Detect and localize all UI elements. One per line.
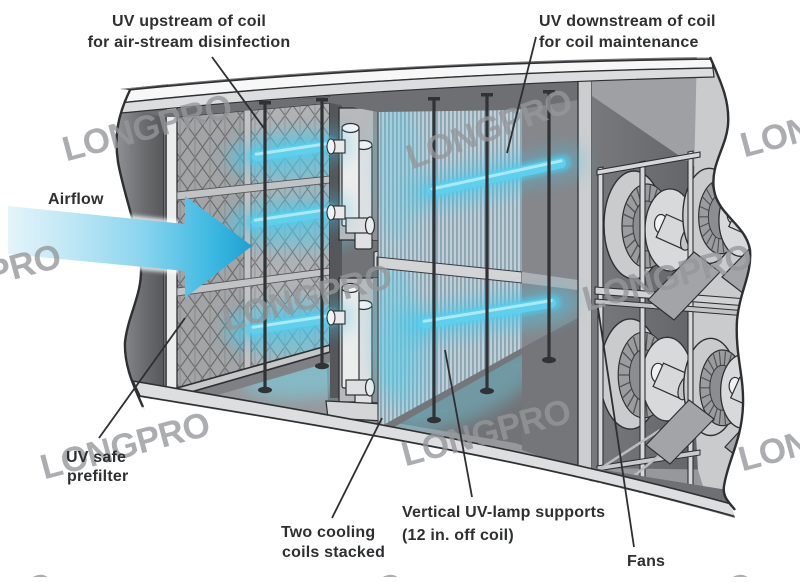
svg-text:coils stacked: coils stacked <box>282 544 385 561</box>
svg-text:UV downstream of coil: UV downstream of coil <box>539 13 716 30</box>
svg-text:UV upstream of coil: UV upstream of coil <box>112 13 266 30</box>
svg-text:Fans: Fans <box>627 553 665 570</box>
svg-text:UV safe: UV safe <box>66 449 126 466</box>
svg-text:Two cooling: Two cooling <box>281 524 375 541</box>
svg-text:for coil maintenance: for coil maintenance <box>539 34 699 51</box>
svg-text:(12 in. off coil): (12 in. off coil) <box>402 527 514 544</box>
svg-text:prefilter: prefilter <box>67 468 128 485</box>
svg-text:Airflow: Airflow <box>48 191 104 208</box>
svg-text:Vertical UV-lamp supports: Vertical UV-lamp supports <box>402 504 605 521</box>
svg-text:for air-stream disinfection: for air-stream disinfection <box>88 34 291 51</box>
